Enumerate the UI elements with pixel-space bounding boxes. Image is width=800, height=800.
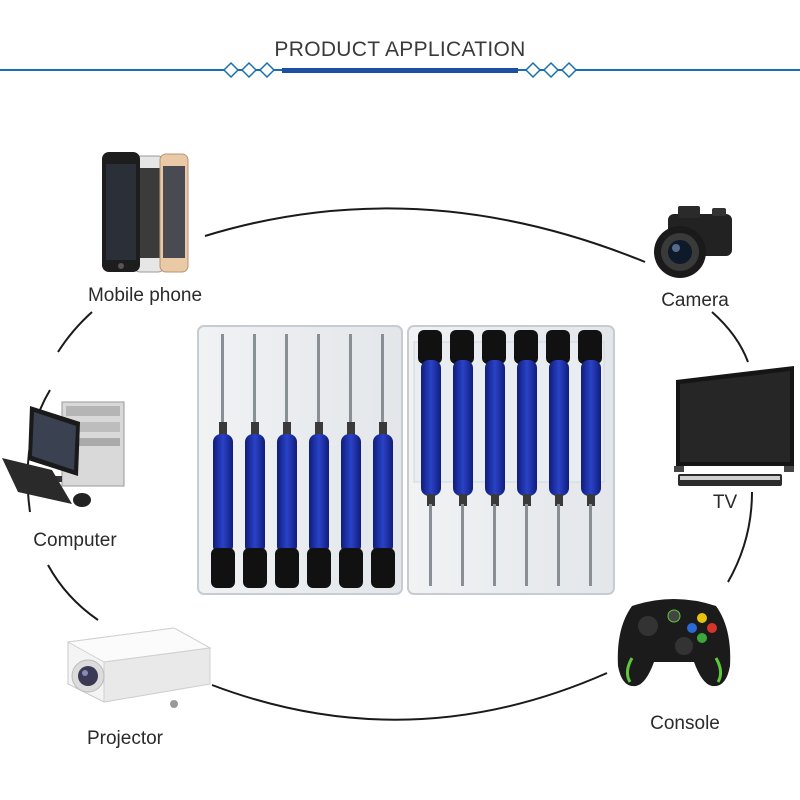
device-label-projector: Projector xyxy=(86,728,164,749)
page-title: PRODUCT APPLICATION xyxy=(274,38,526,61)
camera-icon xyxy=(654,206,732,278)
device-label-console: Console xyxy=(650,713,720,734)
projector-icon xyxy=(66,627,212,708)
screwdriver-set-case xyxy=(196,322,616,598)
screwdriver-set-image xyxy=(197,325,615,595)
device-label-mobile: Mobile phone xyxy=(87,285,203,306)
header-accent-bar xyxy=(282,68,518,73)
game-controller-icon xyxy=(617,599,731,687)
tv-icon xyxy=(674,366,794,486)
diamond-ornament-left-icon xyxy=(222,61,276,79)
computer-icon xyxy=(2,401,125,507)
device-label-tv: TV xyxy=(712,492,738,513)
diamond-ornament-right-icon xyxy=(524,61,578,79)
mobile-phones-icon xyxy=(102,152,189,273)
device-label-camera: Camera xyxy=(661,290,729,311)
device-label-computer: Computer xyxy=(33,530,117,551)
